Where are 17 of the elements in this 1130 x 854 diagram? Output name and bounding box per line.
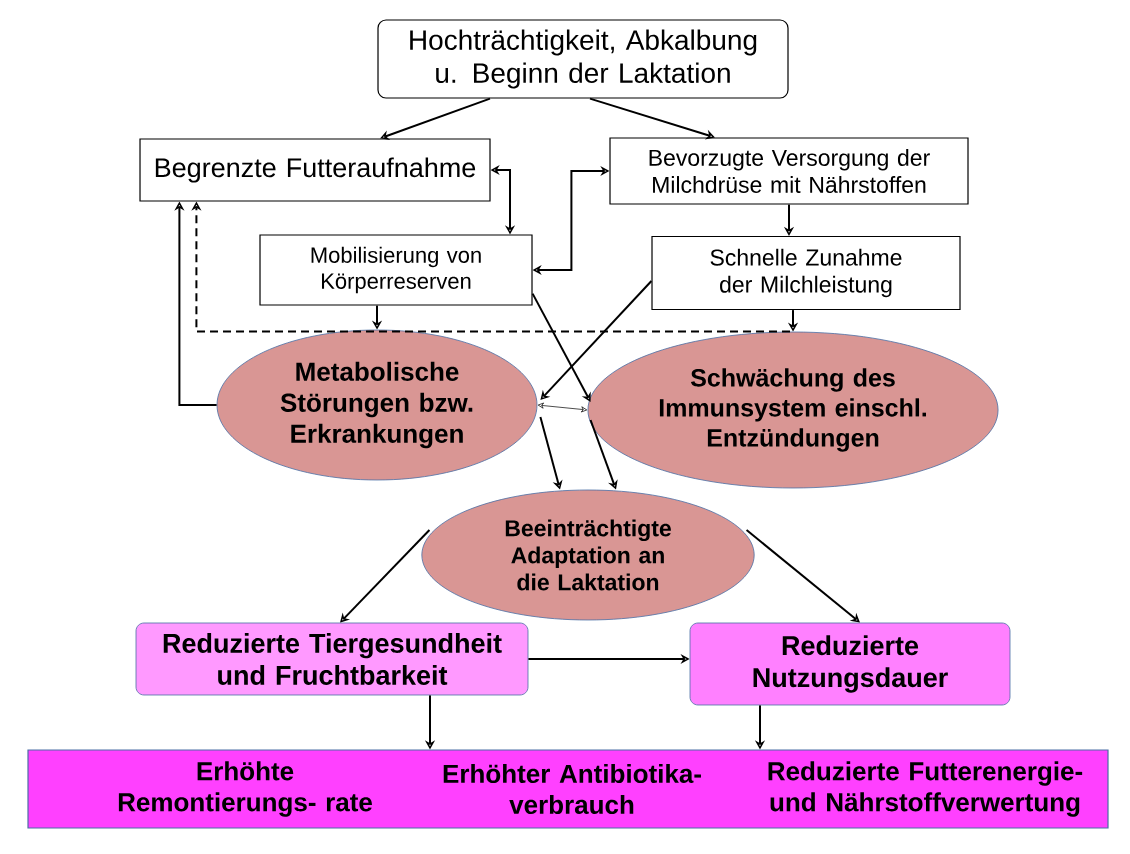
arrow	[380, 97, 491, 141]
double-arrow	[537, 402, 588, 413]
consequence-box	[27, 749, 1109, 829]
outcome-box: Reduzierte Tiergesundheit und Fruchtbarkeit	[135, 622, 529, 696]
box-text: Erhöhte Remontierungs- rate	[118, 761, 372, 817]
outcome-box: Reduzierte Nutzungsdauer	[689, 622, 1011, 706]
process-box: Bevorzugte Versorgung der Milchdrüse mit Nährstoffen	[609, 137, 969, 205]
box-text: Reduzierte Futterenergie- und Nährstoffverwertung	[768, 761, 1083, 817]
process-box: Schnelle Zunahme der Milchleistung	[651, 235, 961, 311]
arrow	[531, 292, 591, 402]
process-box: Mobilisierung von Körperreserven	[259, 234, 533, 306]
arrow	[745, 529, 860, 623]
arrow	[540, 280, 653, 400]
process-box: Begrenzte Futteraufnahme	[139, 138, 491, 202]
box-text: Erhöhter Antibiotika- verbrauch	[443, 763, 701, 815]
arrow	[340, 529, 431, 623]
start-box: Hochträchtigkeit, Abkalbung u. Beginn der Laktation	[377, 19, 789, 99]
